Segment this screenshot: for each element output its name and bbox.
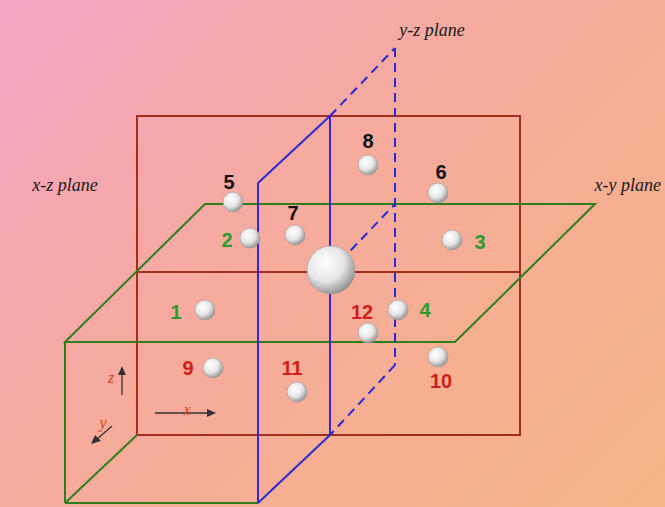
- atoms: [195, 155, 462, 402]
- callout-number: 9: [182, 358, 193, 378]
- callout-number: 3: [474, 232, 485, 252]
- callout-number: 8: [362, 131, 373, 151]
- callout-number: 7: [287, 203, 298, 223]
- callout-number: 10: [430, 371, 452, 391]
- plane-label: x-y plane: [595, 176, 661, 194]
- xz-plane: [137, 116, 520, 435]
- callout-number: 11: [281, 358, 302, 378]
- axis-label: z: [108, 370, 114, 386]
- callout-number: 1: [170, 302, 181, 322]
- axis-label: y: [99, 415, 106, 431]
- plane-label: x-z plane: [32, 176, 97, 194]
- callout-number: 12: [351, 302, 373, 322]
- axis-label: x: [183, 402, 190, 418]
- callout-number: 5: [223, 172, 234, 192]
- callout-number: 6: [435, 162, 446, 182]
- axis-arrows: [91, 366, 216, 444]
- callout-number: 4: [419, 300, 430, 320]
- callout-number: 2: [221, 230, 232, 250]
- yz-plane: [258, 48, 395, 503]
- plane-label: y-z plane: [399, 21, 464, 39]
